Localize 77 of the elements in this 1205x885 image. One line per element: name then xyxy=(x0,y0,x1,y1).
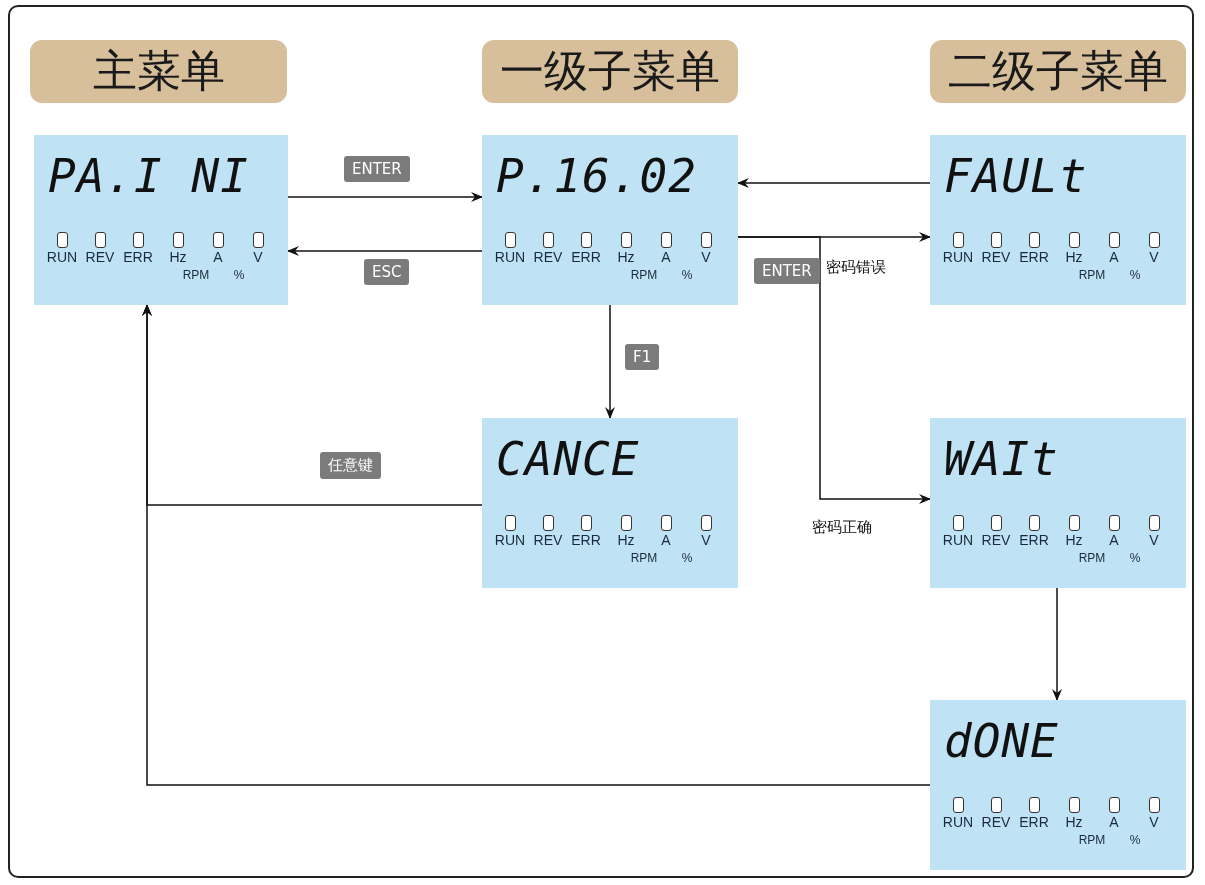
indicator-label: ERR xyxy=(571,532,601,548)
arrow xyxy=(737,236,931,504)
indicator-label: V xyxy=(1149,532,1159,548)
indicator-label: REV xyxy=(981,532,1011,548)
edge-label: 密码正确 xyxy=(812,518,872,537)
indicator-label: RPM xyxy=(1078,551,1106,565)
indicator-label: V xyxy=(253,249,263,265)
indicator-label: REV xyxy=(981,814,1011,830)
display-readout: WAIt xyxy=(944,432,1059,486)
indicator-label: % xyxy=(681,268,693,282)
indicator-label: REV xyxy=(533,532,563,548)
indicator-label: V xyxy=(1149,249,1159,265)
menu-level-header: 一级子菜单 xyxy=(482,40,738,103)
indicator-label: ERR xyxy=(1019,249,1049,265)
indicator-label: RUN xyxy=(494,249,526,265)
indicator-label: ERR xyxy=(1019,532,1049,548)
indicator-label: % xyxy=(1129,833,1141,847)
indicator-label: RUN xyxy=(494,532,526,548)
indicator-label: Hz xyxy=(169,249,187,265)
key-label: 任意键 xyxy=(320,452,381,479)
indicator-label: Hz xyxy=(1065,814,1083,830)
display-readout: dONE xyxy=(944,714,1059,768)
arrow xyxy=(142,304,931,786)
arrow xyxy=(287,192,483,202)
indicator-label: Hz xyxy=(1065,249,1083,265)
display-readout: PA.I NI xyxy=(48,149,249,203)
key-label: ENTER xyxy=(754,258,820,284)
indicator-label: Hz xyxy=(1065,532,1083,548)
lcd-display-panel xyxy=(482,135,738,305)
indicator-label: RUN xyxy=(942,249,974,265)
indicator-label: RPM xyxy=(1078,268,1106,282)
indicator-label: V xyxy=(1149,814,1159,830)
indicator-label: V xyxy=(701,249,711,265)
indicator-label: % xyxy=(233,268,245,282)
key-label: ESC xyxy=(364,259,410,285)
key-label: ENTER xyxy=(344,156,410,182)
menu-level-header: 二级子菜单 xyxy=(930,40,1186,103)
indicator-label: ERR xyxy=(1019,814,1049,830)
key-label: F1 xyxy=(625,344,660,370)
display-readout: FAULt xyxy=(944,149,1088,203)
indicator-label: REV xyxy=(85,249,115,265)
arrow xyxy=(287,246,483,256)
indicator-label: RUN xyxy=(46,249,78,265)
indicator-label: REV xyxy=(981,249,1011,265)
indicator-label: % xyxy=(1129,551,1141,565)
display-readout: P.16.02 xyxy=(496,149,697,203)
lcd-display-panel xyxy=(482,418,738,588)
arrow xyxy=(1052,587,1062,701)
indicator-label: A xyxy=(213,249,223,265)
indicator-label: Hz xyxy=(617,532,635,548)
indicator-label: Hz xyxy=(617,249,635,265)
indicator-label: RPM xyxy=(1078,833,1106,847)
lcd-display-panel xyxy=(930,700,1186,870)
indicator-label: A xyxy=(1109,532,1119,548)
indicator-label: V xyxy=(701,532,711,548)
indicator-label: RUN xyxy=(942,814,974,830)
indicator-label: REV xyxy=(533,249,563,265)
lcd-display-panel xyxy=(930,418,1186,588)
indicator-label: RPM xyxy=(630,268,658,282)
indicator-label: RPM xyxy=(630,551,658,565)
indicator-label: A xyxy=(661,532,671,548)
indicator-label: RUN xyxy=(942,532,974,548)
edge-label: 密码错误 xyxy=(826,258,886,277)
indicator-label: A xyxy=(661,249,671,265)
arrow xyxy=(737,178,931,188)
lcd-display-panel xyxy=(34,135,288,305)
indicator-label: % xyxy=(681,551,693,565)
indicator-label: ERR xyxy=(123,249,153,265)
indicator-label: RPM xyxy=(182,268,210,282)
indicator-label: A xyxy=(1109,249,1119,265)
display-readout: CANCE xyxy=(496,432,640,486)
indicator-label: ERR xyxy=(571,249,601,265)
lcd-display-panel xyxy=(930,135,1186,305)
menu-level-header: 主菜单 xyxy=(30,40,287,103)
indicator-label: % xyxy=(1129,268,1141,282)
arrow xyxy=(605,304,615,419)
indicator-label: A xyxy=(1109,814,1119,830)
